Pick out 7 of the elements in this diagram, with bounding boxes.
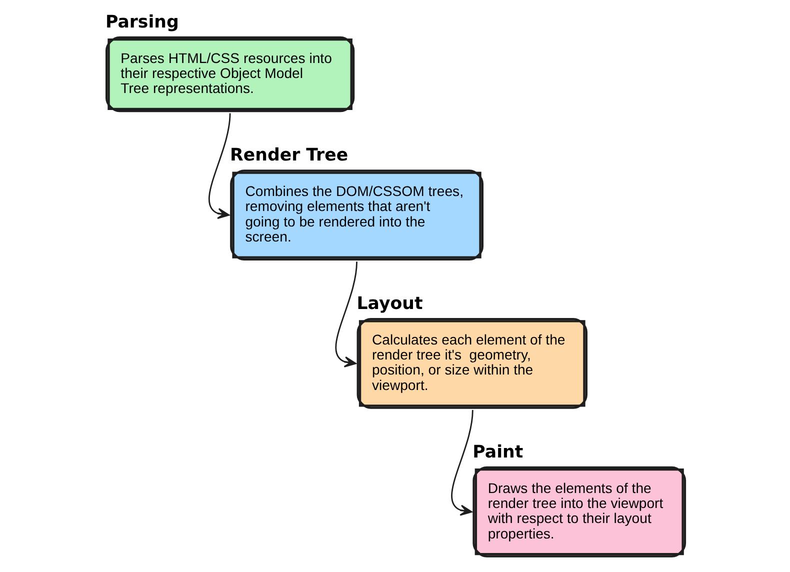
- arrow: [208, 113, 230, 220]
- node-label: Paint: [472, 442, 523, 462]
- node-label: Render Tree: [230, 146, 348, 166]
- node-label: Layout: [356, 294, 422, 314]
- node-label: Parsing: [105, 12, 178, 32]
- arrow: [334, 262, 357, 368]
- arrow: [450, 410, 473, 516]
